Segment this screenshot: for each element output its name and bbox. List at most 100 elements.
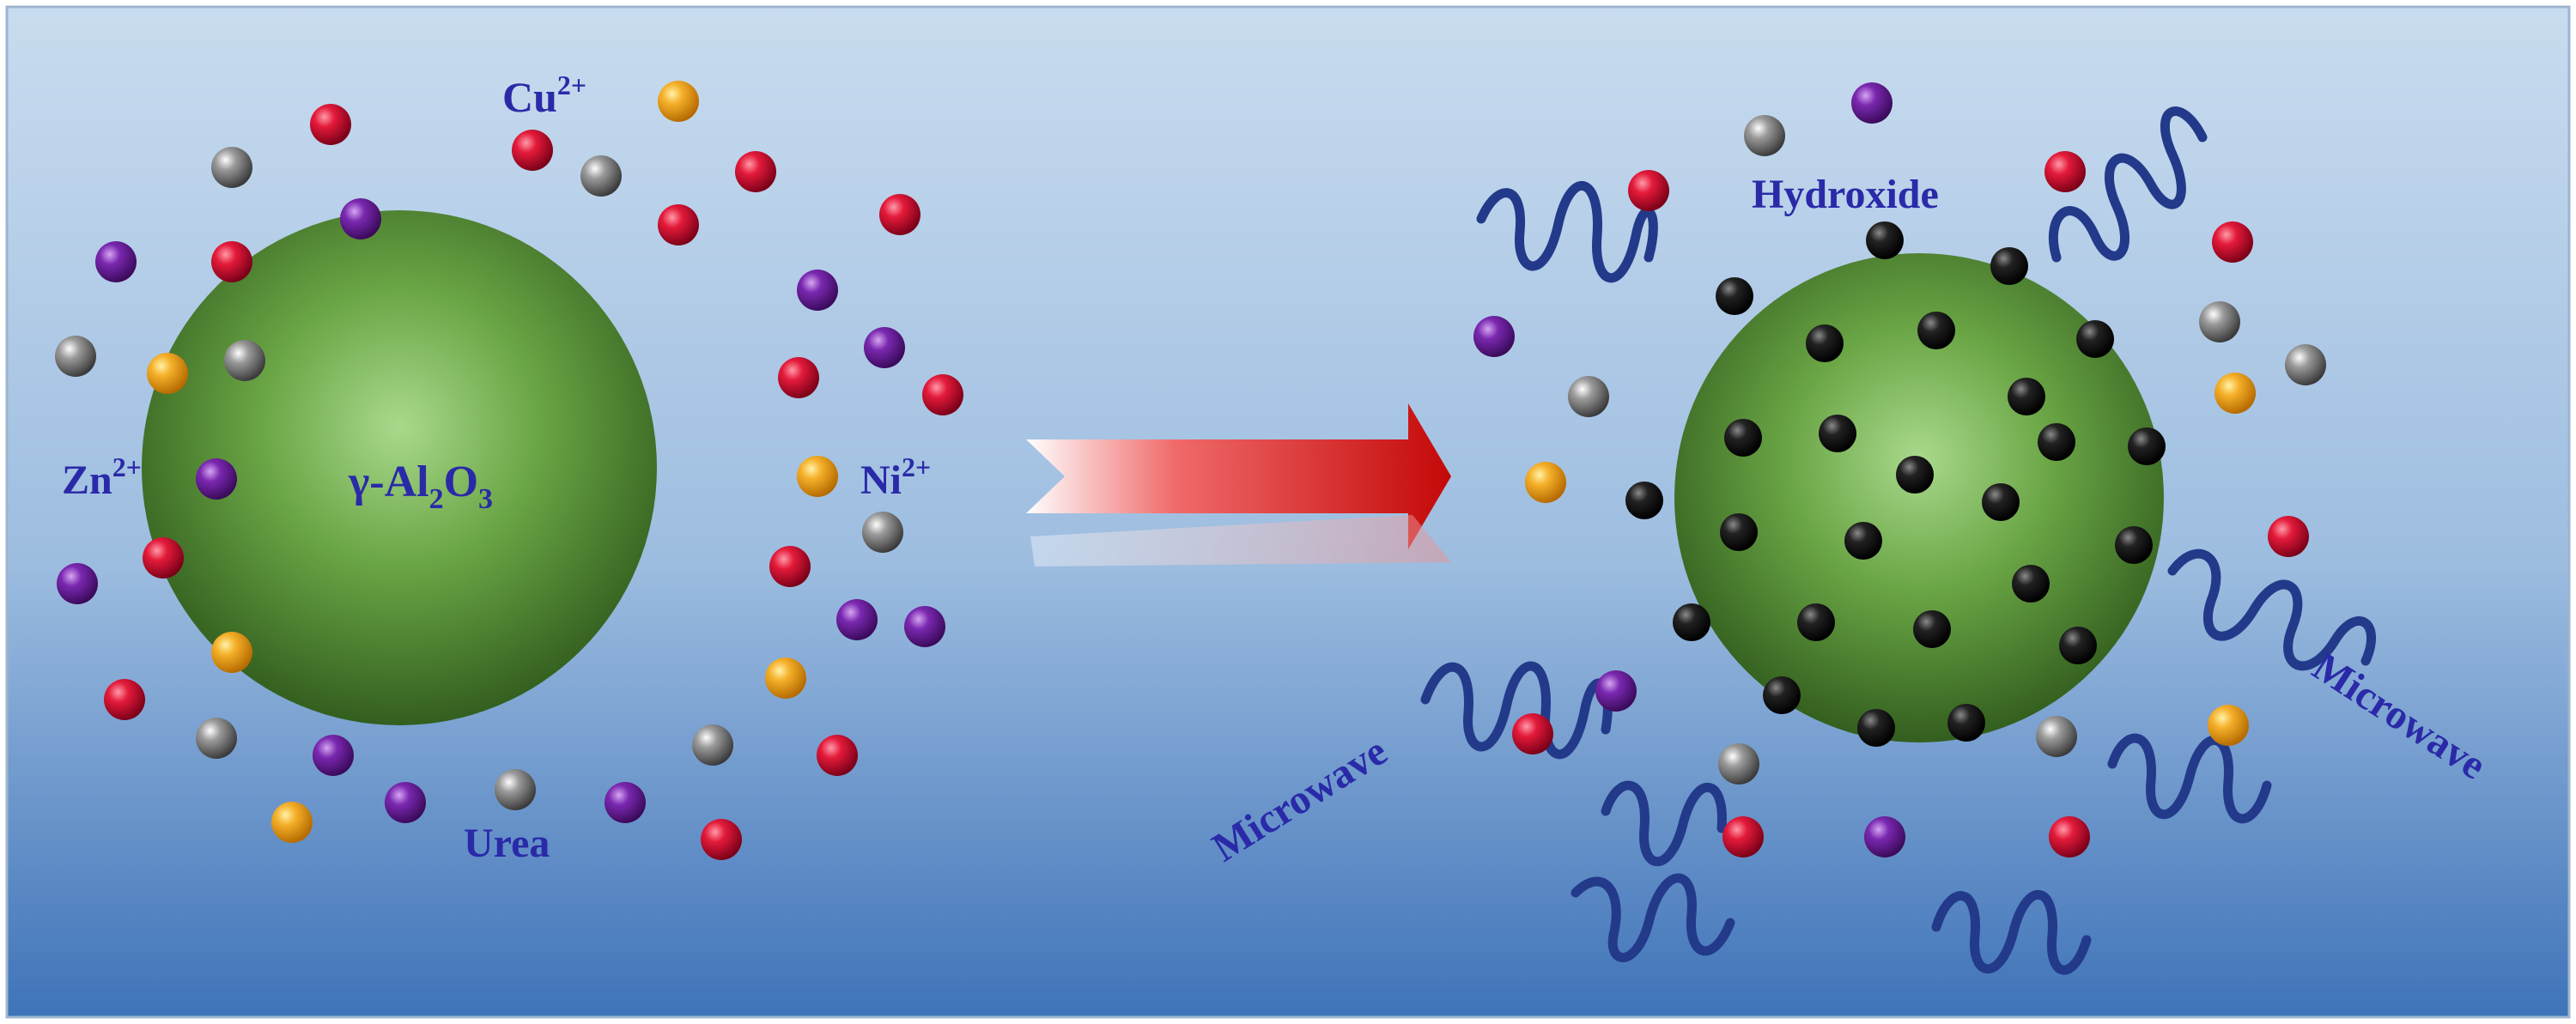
- coated-support-sphere: [1674, 253, 2164, 742]
- purple-ion-icon: [196, 458, 237, 500]
- orange-ion-icon: [658, 81, 699, 122]
- hydroxide-dot-icon: [1724, 419, 1762, 457]
- purple-ion-icon: [836, 599, 878, 640]
- alumina-core-label: γ-Al2O3: [348, 457, 493, 515]
- hydroxide-dot-icon: [1673, 603, 1710, 641]
- hydroxide-dot-icon: [1982, 483, 2020, 521]
- orange-ion-icon: [1525, 462, 1566, 503]
- orange-ion-icon: [797, 456, 838, 497]
- purple-ion-icon: [904, 606, 945, 647]
- gray-ion-icon: [211, 147, 252, 188]
- hydroxide-dot-icon: [1716, 277, 1753, 315]
- purple-ion-icon: [797, 270, 838, 311]
- microwave-wave-icon: [1571, 873, 1735, 963]
- purple-ion-icon: [385, 782, 426, 823]
- red-ion-icon: [211, 241, 252, 282]
- hydroxide-dot-icon: [2115, 526, 2153, 564]
- gray-ion-icon: [2199, 301, 2240, 342]
- orange-ion-icon: [765, 657, 806, 699]
- gray-ion-icon: [196, 718, 237, 759]
- orange-ion-icon: [2208, 705, 2249, 746]
- gray-ion-icon: [55, 336, 96, 377]
- gray-ion-icon: [2036, 716, 2077, 757]
- red-ion-icon: [922, 374, 963, 415]
- cu-ion-label: Cu2+: [502, 70, 586, 121]
- gray-ion-icon: [224, 340, 265, 381]
- microwave-wave-icon: [1601, 780, 1727, 867]
- reaction-arrow-icon: [1026, 403, 1451, 567]
- urea-label: Urea: [464, 821, 550, 866]
- hydroxide-dot-icon: [1917, 312, 1955, 349]
- purple-ion-icon: [313, 735, 354, 776]
- purple-ion-icon: [1473, 316, 1515, 357]
- hydroxide-dot-icon: [1896, 456, 1934, 494]
- red-ion-icon: [104, 679, 145, 720]
- hydroxide-dot-icon: [1844, 522, 1882, 560]
- red-ion-icon: [1512, 713, 1553, 754]
- red-ion-icon: [701, 819, 742, 860]
- hydroxide-dot-icon: [1866, 221, 1904, 259]
- red-ion-icon: [2212, 221, 2253, 263]
- purple-ion-icon: [340, 198, 381, 239]
- hydroxide-dot-icon: [1625, 482, 1663, 519]
- hydroxide-dot-icon: [2059, 627, 2097, 664]
- microwave-wave-icon: [1931, 890, 2092, 975]
- gray-ion-icon: [495, 769, 536, 810]
- hydroxide-dot-icon: [1913, 610, 1951, 648]
- arrow-body: [1026, 403, 1451, 549]
- purple-ion-icon: [605, 782, 646, 823]
- hydroxide-label: Hydroxide: [1752, 172, 1939, 217]
- hydroxide-dot-icon: [2128, 427, 2166, 465]
- orange-ion-icon: [211, 632, 252, 673]
- purple-ion-icon: [57, 563, 98, 604]
- microwave-wave-icon: [2107, 733, 2272, 824]
- orange-ion-icon: [271, 802, 313, 843]
- red-ion-icon: [310, 104, 351, 145]
- hydroxide-dot-icon: [1947, 704, 1985, 742]
- ni-ion-label: Ni2+: [860, 451, 931, 503]
- red-ion-icon: [817, 735, 858, 776]
- microwave-wave-icon: [1420, 661, 1613, 760]
- orange-ion-icon: [147, 353, 188, 394]
- red-ion-icon: [143, 537, 184, 579]
- gray-ion-icon: [1718, 743, 1759, 785]
- gray-ion-icon: [692, 724, 733, 766]
- gray-ion-icon: [2285, 344, 2326, 385]
- alumina-support-sphere: [142, 210, 657, 725]
- gray-ion-icon: [1744, 115, 1785, 156]
- red-ion-icon: [658, 204, 699, 245]
- gray-ion-icon: [580, 155, 622, 197]
- purple-ion-icon: [864, 327, 905, 368]
- purple-ion-icon: [1595, 670, 1637, 712]
- hydroxide-dot-icon: [1857, 709, 1895, 747]
- red-ion-icon: [512, 130, 553, 171]
- microwave-wave-icon: [1476, 181, 1658, 283]
- purple-ion-icon: [1851, 82, 1893, 124]
- orange-ion-icon: [2215, 373, 2256, 414]
- hydroxide-dot-icon: [2038, 423, 2075, 461]
- hydroxide-dot-icon: [1990, 247, 2028, 285]
- hydroxide-dot-icon: [2076, 320, 2114, 358]
- red-ion-icon: [879, 194, 920, 235]
- red-ion-icon: [1722, 816, 1764, 857]
- hydroxide-dot-icon: [2012, 565, 2050, 603]
- red-ion-icon: [1628, 170, 1669, 211]
- red-ion-icon: [2268, 516, 2309, 557]
- hydroxide-dot-icon: [1763, 676, 1801, 714]
- zn-ion-label: Zn2+: [62, 451, 142, 503]
- gray-ion-icon: [862, 512, 903, 553]
- purple-ion-icon: [1864, 816, 1905, 857]
- red-ion-icon: [2044, 151, 2086, 192]
- microwave-waves: [1420, 106, 2376, 975]
- hydroxide-particles: [1625, 221, 2166, 747]
- red-ion-icon: [769, 546, 811, 587]
- ion-particles: [55, 81, 2326, 860]
- hydroxide-dot-icon: [1797, 603, 1835, 641]
- arrow-reflection: [1030, 515, 1451, 567]
- hydroxide-dot-icon: [2008, 378, 2045, 415]
- microwave-wave-icon: [2048, 106, 2208, 263]
- purple-ion-icon: [95, 241, 137, 282]
- hydroxide-dot-icon: [1720, 513, 1758, 551]
